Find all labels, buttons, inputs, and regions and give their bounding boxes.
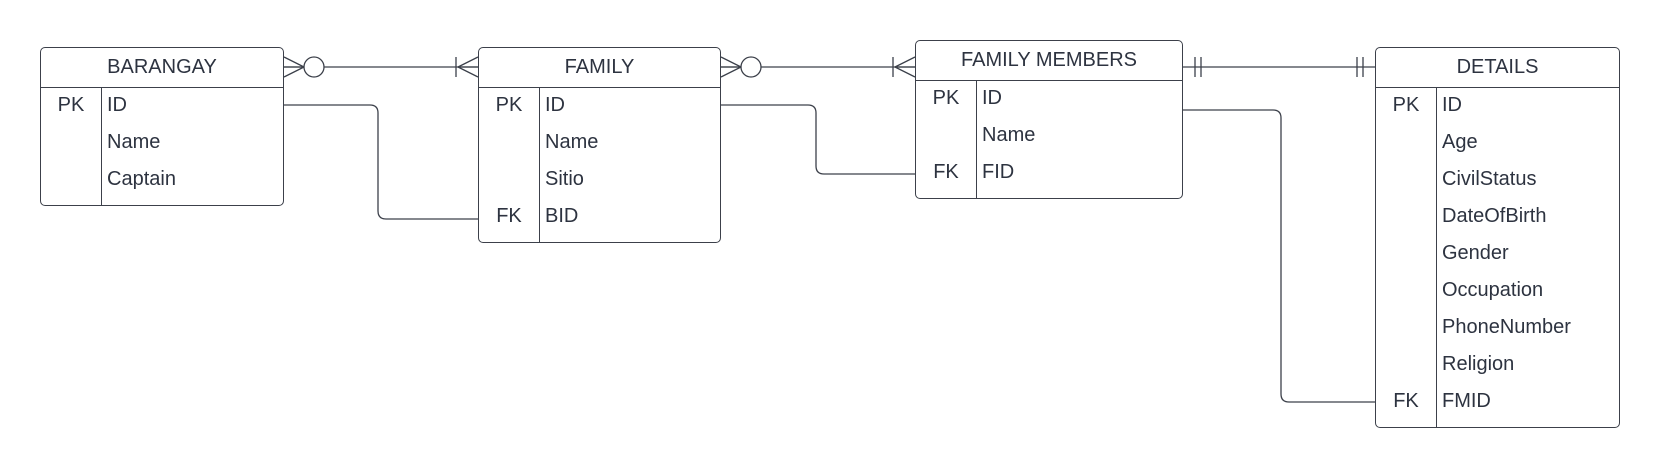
key-column-divider [1436, 88, 1437, 427]
entity-title: FAMILY [479, 48, 720, 88]
family-end-many-crowfoot [720, 66, 742, 78]
field-name: PhoneNumber [1442, 316, 1571, 338]
field-name: ID [545, 94, 565, 116]
field-row: FK FID [916, 155, 1182, 192]
field-name: FMID [1442, 390, 1491, 412]
field-row: PK ID [479, 88, 720, 125]
key-label: PK [495, 94, 523, 116]
field-name: Age [1442, 131, 1478, 153]
field-name: Religion [1442, 353, 1515, 375]
field-row: FK BID [479, 199, 720, 236]
key-label: PK [57, 94, 85, 116]
members-end-crowfoot [894, 56, 916, 68]
field-name: Captain [107, 168, 176, 190]
field-row: Name [916, 118, 1182, 155]
barangay-end-crowfoot [283, 66, 305, 78]
field-row: Age [1376, 125, 1619, 162]
field-row: FK FMID [1376, 384, 1619, 421]
key-label: PK [932, 87, 960, 109]
field-row: Name [479, 125, 720, 162]
key-column-divider [976, 81, 977, 198]
field-name: ID [1442, 94, 1462, 116]
key-label: PK [1392, 94, 1420, 116]
field-name: DateOfBirth [1442, 205, 1547, 227]
key-label: FK [1393, 390, 1419, 412]
field-row: Religion [1376, 347, 1619, 384]
field-name: Name [545, 131, 599, 153]
field-row: PK ID [1376, 88, 1619, 125]
field-row: Name [41, 125, 283, 162]
key-label: FK [933, 161, 959, 183]
members-end-crowfoot [894, 66, 916, 78]
field-name: Sitio [545, 168, 584, 190]
family-end-many-zero-circle [740, 56, 762, 78]
entity-title: DETAILS [1376, 48, 1619, 88]
field-name: Occupation [1442, 279, 1544, 301]
key-label: FK [496, 205, 522, 227]
field-row: Gender [1376, 236, 1619, 273]
field-row: DateOfBirth [1376, 199, 1619, 236]
field-row: Captain [41, 162, 283, 199]
field-name: BID [545, 205, 579, 227]
field-row: PhoneNumber [1376, 310, 1619, 347]
field-name: Name [107, 131, 161, 153]
field-name: CivilStatus [1442, 168, 1537, 190]
field-row: CivilStatus [1376, 162, 1619, 199]
field-row: Occupation [1376, 273, 1619, 310]
entity-title: FAMILY MEMBERS [916, 41, 1182, 81]
barangay-end-zero-circle [303, 56, 325, 78]
family-end-crowfoot [457, 56, 479, 68]
family-end-many-crowfoot [720, 56, 742, 68]
key-column-divider [101, 88, 102, 205]
field-name: Name [982, 124, 1036, 146]
field-name: Gender [1442, 242, 1509, 264]
field-name: ID [107, 94, 127, 116]
family-id-to-members-fid-connector [721, 104, 915, 175]
key-column-divider [539, 88, 540, 242]
entity-title: BARANGAY [41, 48, 283, 88]
family-end-crowfoot [457, 66, 479, 78]
field-name: ID [982, 87, 1002, 109]
field-row: Sitio [479, 162, 720, 199]
field-row: PK ID [916, 81, 1182, 118]
barangay-end-crowfoot [283, 56, 305, 68]
members-id-to-details-fmid-connector [1183, 109, 1375, 403]
barangay-id-to-family-bid-connector [284, 104, 478, 220]
field-row: PK ID [41, 88, 283, 125]
field-name: FID [982, 161, 1015, 183]
